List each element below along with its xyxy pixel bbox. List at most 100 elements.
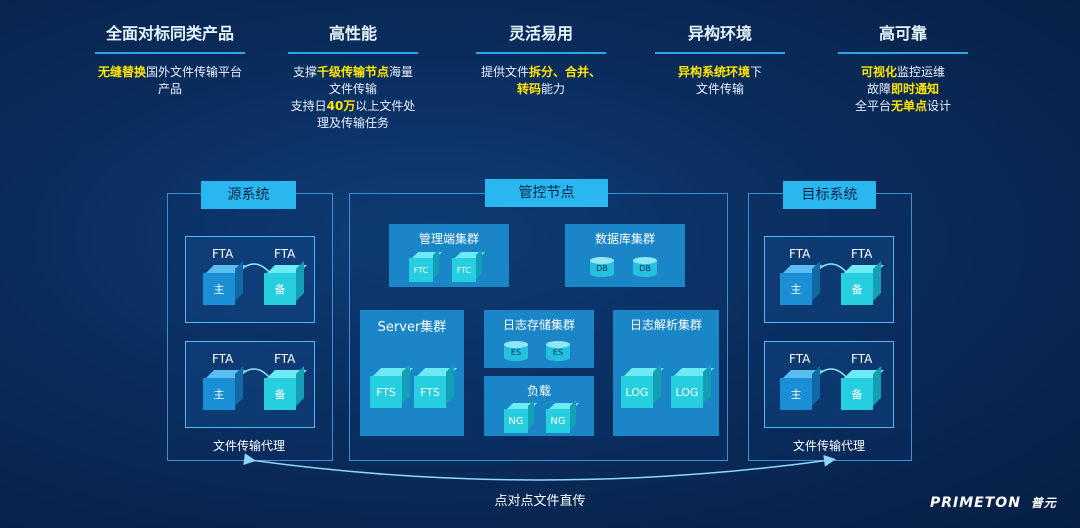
feature-title: 全面对标同类产品 (95, 20, 245, 54)
log-parse-cluster: 日志解析集群 LOG LOG (613, 310, 719, 436)
target-system-title: 目标系统 (783, 181, 876, 209)
ftc-node-icon: FTC (409, 249, 442, 282)
brand-logo: PRIMETON 普元 (930, 494, 1057, 511)
target-system-panel (748, 193, 912, 461)
feature-desc: 提供文件拆分、合并、转码能力 (446, 64, 636, 98)
feature-desc-line: 可视化监控运维 (808, 64, 998, 81)
feature-desc-line: 无缝替换国外文件传输平台 (75, 64, 265, 81)
fta-label: FTA (274, 352, 296, 366)
brand-cn: 普元 (1030, 496, 1057, 510)
highlight-text: 转码 (516, 82, 541, 96)
backup-node-icon: 备 (264, 261, 307, 305)
feature-1: 全面对标同类产品 无缝替换国外文件传输平台产品 (75, 20, 265, 98)
feature-desc-line: 异构系统环境下 (625, 64, 815, 81)
feature-desc-line: 文件传输 (625, 81, 815, 98)
fts-node-icon: FTS (414, 364, 457, 408)
feature-title: 灵活易用 (476, 20, 606, 54)
feature-5: 高可靠 可视化监控运维故障即时通知全平台无单点设计 (808, 20, 998, 115)
feature-desc-line: 支撑千级传输节点海量 (258, 64, 448, 81)
feature-desc-line: 产品 (75, 81, 265, 98)
fts-node-icon: FTS (370, 364, 413, 408)
log-store-cluster: 日志存储集群 ES ES (484, 310, 594, 368)
fta-label: FTA (212, 352, 234, 366)
fta-label: FTA (789, 352, 811, 366)
feature-title: 高性能 (288, 20, 418, 54)
feature-desc: 可视化监控运维故障即时通知全平台无单点设计 (808, 64, 998, 115)
primary-node-icon: 主 (780, 366, 823, 410)
source-system-panel (167, 193, 333, 461)
highlight-text: 可视化 (860, 65, 897, 79)
mgmt-cluster-title: 管理端集群 (418, 232, 479, 246)
primary-node-icon: 主 (780, 261, 823, 305)
nginx-node-icon: NG (504, 400, 537, 433)
feature-desc-line: 全平台无单点设计 (808, 98, 998, 115)
desc-text: 以上文件处 (355, 99, 416, 113)
desc-text: 全平台 (854, 99, 891, 113)
feature-desc-line: 故障即时通知 (808, 81, 998, 98)
fta-label: FTA (851, 247, 873, 261)
log-node-icon: LOG (671, 364, 714, 408)
log-parse-cluster-title: 日志解析集群 (629, 318, 702, 332)
source-footer: 文件传输代理 (212, 439, 285, 453)
db-cluster: 数据库集群 DB DB (565, 224, 685, 287)
backup-node-icon: 备 (264, 366, 307, 410)
p2p-label: 点对点文件直传 (494, 494, 586, 509)
desc-text: 故障 (866, 82, 891, 96)
desc-text: 监控运维 (897, 65, 946, 79)
highlight-text: 即时通知 (891, 82, 940, 96)
desc-text: 支撑 (292, 65, 317, 79)
database-icon: ES (504, 341, 528, 361)
fta-label: FTA (274, 247, 296, 261)
server-cluster: Server集群 FTS FTS (360, 310, 464, 436)
feature-desc-line: 提供文件拆分、合并、 (446, 64, 636, 81)
feature-desc: 支撑千级传输节点海量文件传输支持日40万以上文件处理及传输任务 (258, 64, 448, 132)
desc-text: 设计 (927, 99, 952, 113)
desc-text: 提供文件 (480, 65, 529, 79)
desc-text: 文件传输 (695, 82, 744, 96)
highlight-text: 千级传输节点 (316, 65, 389, 79)
feature-4: 异构环境 异构系统环境下文件传输 (625, 20, 815, 98)
p2p-arc (243, 453, 836, 481)
desc-text: 下 (750, 65, 763, 79)
highlight-text: 无单点 (890, 99, 927, 113)
feature-desc: 异构系统环境下文件传输 (625, 64, 815, 98)
desc-text: 海量 (389, 65, 414, 79)
source-agent-group-2: FTA FTA 主 备 (185, 341, 315, 428)
source-system-title: 源系统 (201, 181, 296, 209)
nginx-node-icon: NG (546, 400, 579, 433)
desc-text: 支持日 (290, 99, 327, 113)
primary-node-icon: 主 (203, 366, 246, 410)
lb-cluster-title: 负载 (526, 384, 551, 398)
highlight-text: 40万 (326, 99, 356, 113)
feature-2: 高性能 支撑千级传输节点海量文件传输支持日40万以上文件处理及传输任务 (258, 20, 448, 132)
source-agent-group-1: FTA FTA 主 备 (185, 236, 315, 323)
db-cluster-title: 数据库集群 (594, 232, 655, 246)
log-node-icon: LOG (621, 364, 664, 408)
feature-desc-line: 文件传输 (258, 81, 448, 98)
database-icon: DB (590, 257, 614, 277)
fta-label: FTA (212, 247, 234, 261)
backup-node-icon: 备 (841, 366, 884, 410)
desc-text: 国外文件传输平台 (146, 65, 243, 79)
feature-title: 异构环境 (655, 20, 785, 54)
highlight-text: 异构系统环境 (677, 65, 750, 79)
database-icon: ES (546, 341, 570, 361)
backup-node-icon: 备 (841, 261, 884, 305)
highlight-text: 无缝替换 (97, 65, 146, 79)
feature-desc: 无缝替换国外文件传输平台产品 (75, 64, 265, 98)
database-icon: DB (633, 257, 657, 277)
target-agent-group-1: FTA FTA 主 备 (764, 236, 894, 323)
primary-node-icon: 主 (203, 261, 246, 305)
highlight-text: 拆分、合并、 (529, 65, 602, 79)
server-cluster-title: Server集群 (377, 320, 447, 335)
fta-label: FTA (789, 247, 811, 261)
desc-text: 文件传输 (328, 82, 377, 96)
desc-text: 能力 (541, 82, 566, 96)
target-footer: 文件传输代理 (792, 439, 865, 453)
feature-desc-line: 理及传输任务 (258, 115, 448, 132)
log-store-cluster-title: 日志存储集群 (502, 318, 575, 332)
desc-text: 理及传输任务 (316, 116, 389, 130)
brand-name: PRIMETON (930, 495, 1021, 511)
control-node-title: 管控节点 (485, 179, 608, 207)
lb-cluster: 负载 NG NG (484, 376, 594, 436)
